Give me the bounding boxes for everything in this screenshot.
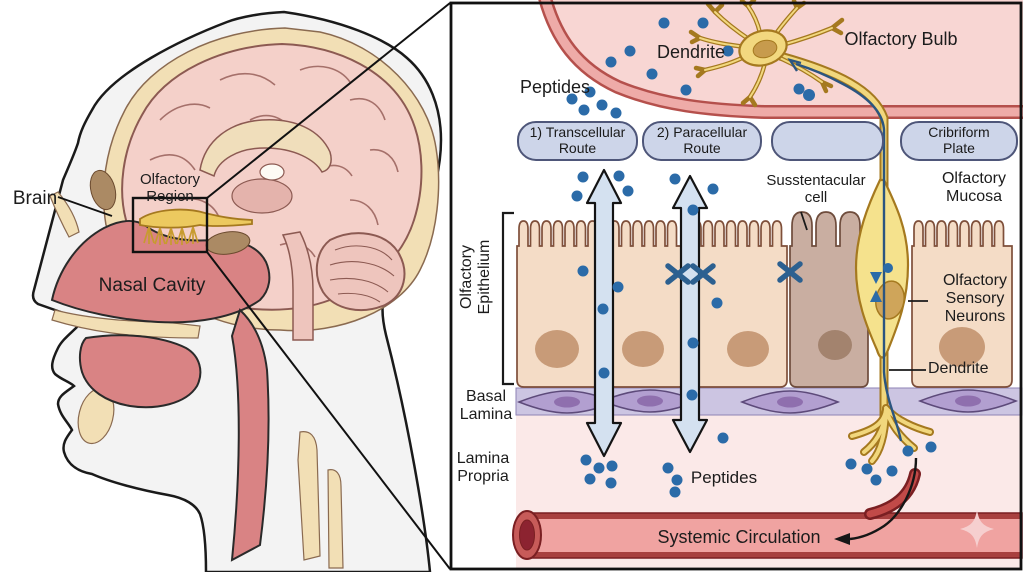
route-label: 2) Paracellular (656, 124, 748, 141)
peptides-bottom-label: Peptides (690, 468, 758, 487)
peptide-dots (566, 17, 937, 498)
cribriform-plate-pill: Cribriform Plate (900, 121, 1018, 161)
brainstem (281, 231, 314, 341)
olfactory-epithelium-label: Olfactory Epithelium (458, 239, 494, 315)
epithelial-cell (911, 220, 1013, 388)
palate-bone (51, 309, 201, 339)
zoom-connector-lines (206, 2, 451, 570)
sustentacular-pointer-line (800, 211, 808, 231)
route-label: Route (558, 140, 597, 156)
cribriform-label: Plate (943, 140, 975, 156)
eye-socket-shade (89, 169, 117, 211)
thalamus (231, 178, 293, 214)
tight-junctions (665, 261, 803, 285)
paracellular-arrow (671, 174, 709, 454)
cribriform-segment-pill (771, 121, 884, 161)
peptide-transport-path (795, 62, 903, 442)
entry-arrowhead (834, 533, 850, 545)
brain-label: Brain (12, 188, 58, 209)
lamina-propria-label: Lamina Propria (456, 450, 510, 486)
soma-arrow-up (870, 290, 882, 302)
sparkle-icon (960, 510, 994, 548)
bulb-neuron-nucleus (752, 39, 778, 59)
tongue (78, 334, 202, 409)
vessel-lumen (519, 519, 535, 551)
dendrite-top-label: Dendrite (656, 42, 726, 62)
cribriform-label: Cribriform (928, 124, 990, 141)
basal-lamina-label: Basal Lamina (459, 388, 513, 424)
brain-pointer-line (57, 196, 113, 217)
nasal-cavity-label: Nasal Cavity (98, 275, 206, 296)
systemic-circulation-label: Systemic Circulation (657, 527, 821, 547)
paracellular-route-pill: 2) Paracellular Route (642, 121, 762, 161)
pharynx (230, 308, 270, 562)
olfactory-bulb-small (139, 208, 253, 229)
olfactory-nerve-fibers (143, 226, 199, 245)
olfactory-region-label: Olfactory Region (139, 171, 200, 205)
peptides-top-label: Peptides (519, 77, 591, 97)
basal-lamina-cells (516, 389, 1019, 414)
sustentacular-cell-label: Susstentacular cell (766, 172, 866, 206)
corpus-callosum (199, 119, 332, 178)
bulb-boundary-band-light (540, 0, 1023, 117)
magnified-panel (449, 0, 1023, 571)
panel-border (449, 1, 1023, 571)
route-label: 1) Transcellular (529, 124, 626, 141)
olfactory-bulb-label: Olfactory Bulb (844, 29, 958, 49)
transcellular-route-pill: 1) Transcellular Route (517, 121, 638, 161)
cervical-spine (297, 431, 321, 561)
transport-arrowhead (787, 58, 802, 72)
cerebellum (315, 232, 406, 312)
route-arrows (585, 168, 709, 458)
olfactory-region-frame (131, 196, 209, 254)
epithelium-bracket (501, 211, 514, 386)
olfactory-sensory-neurons-label: Olfactory Sensory Neurons (942, 272, 1007, 326)
ventricle (259, 163, 285, 181)
dendrite-lower-label: Dendrite (928, 360, 989, 377)
route-label: Route (683, 140, 721, 156)
soma-arrow-down (870, 272, 882, 284)
nose-bridge-bone (49, 191, 80, 238)
cerebellum-folia-lines (329, 245, 395, 303)
olfactory-mucosa-label: Olfactory Mucosa (941, 170, 1006, 206)
sustentacular-cell-shape (789, 211, 869, 388)
entry-arrow-curve (849, 457, 918, 541)
systemic-circulation-vessel (512, 457, 1023, 560)
epithelial-nuclei (535, 327, 985, 368)
sustentacular-nucleus (818, 330, 852, 360)
spine-segment (327, 469, 344, 569)
